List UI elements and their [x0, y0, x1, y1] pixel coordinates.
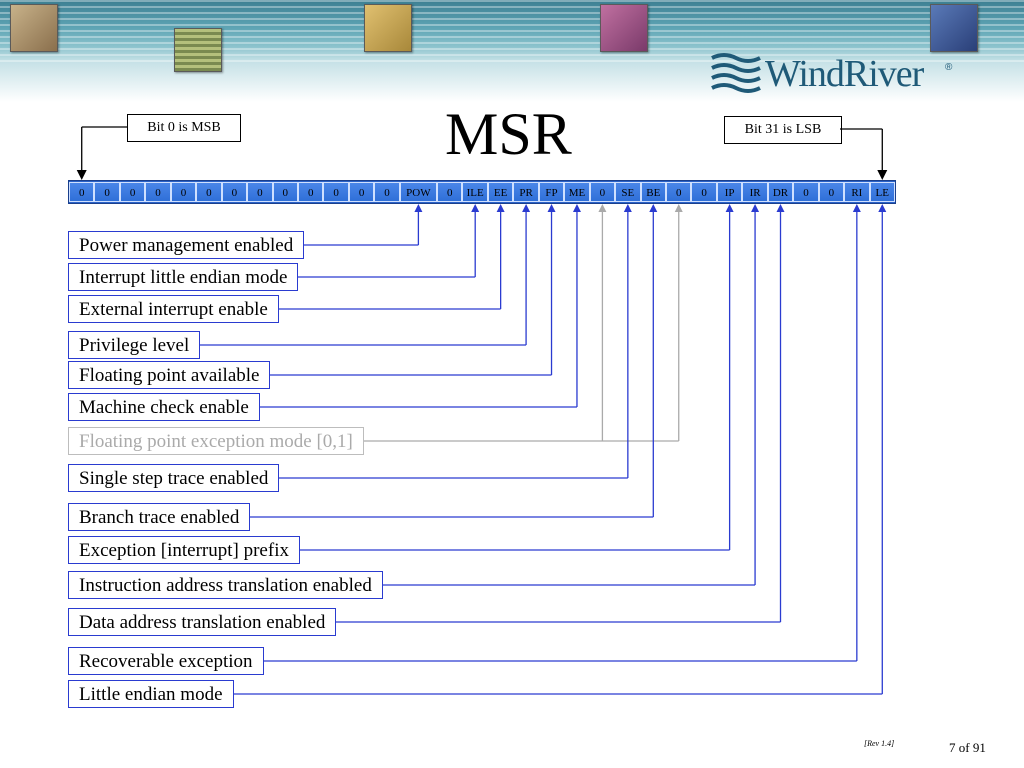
bit-cell-29: 0	[818, 182, 845, 202]
bit-cell-13: POW	[399, 182, 438, 202]
bit-cell-9: 0	[297, 182, 324, 202]
tech-device-photo	[930, 4, 978, 52]
bit-cell-2: 0	[119, 182, 146, 202]
arrow-up-icon	[547, 204, 556, 212]
bit-cell-6: 0	[221, 182, 248, 202]
arrow-up-icon	[572, 204, 581, 212]
bit-cell-1: 0	[94, 182, 120, 202]
registered-mark: ®	[945, 62, 953, 73]
bit-cell-25: IP	[716, 182, 743, 202]
msb-note: Bit 0 is MSB	[127, 114, 241, 142]
arrow-up-icon	[776, 204, 785, 212]
arrow-down-icon	[877, 170, 888, 180]
arrow-up-icon	[623, 204, 632, 212]
bit-cell-11: 0	[348, 182, 375, 202]
bit-cell-16: EE	[487, 182, 514, 202]
space-shuttle-photo	[364, 4, 412, 52]
bit-description-12: Recoverable exception	[68, 647, 264, 675]
header-banner	[0, 0, 1024, 62]
bit-description-1: Interrupt little endian mode	[68, 263, 299, 291]
bit-cell-7: 0	[247, 182, 273, 202]
bit-description-10: Instruction address translation enabled	[68, 571, 383, 599]
bit-cell-8: 0	[272, 182, 298, 202]
bit-cell-17: PR	[513, 182, 539, 202]
bit-description-8: Branch trace enabled	[68, 503, 251, 531]
arrow-up-icon	[471, 204, 480, 212]
brand-name: WindRiver	[765, 53, 924, 95]
revision-label: [Rev 1.4]	[864, 739, 895, 748]
bit-cell-3: 0	[145, 182, 171, 202]
arrow-down-icon	[76, 170, 87, 180]
bit-description-0: Power management enabled	[68, 231, 305, 259]
bit-cell-0: 0	[69, 182, 95, 202]
arrow-up-icon	[598, 204, 607, 212]
bit-description-5: Machine check enable	[68, 393, 260, 421]
bit-cell-5: 0	[196, 182, 222, 202]
bit-description-6: Floating point exception mode [0,1]	[68, 427, 364, 455]
arrow-up-icon	[878, 204, 887, 212]
slide-title: MSR	[445, 101, 572, 167]
bit-cell-27: DR	[767, 182, 794, 202]
bit-description-4: Floating point available	[68, 361, 271, 389]
arrow-up-icon	[751, 204, 760, 212]
bit-description-11: Data address translation enabled	[68, 608, 337, 636]
bit-cell-30: RI	[844, 182, 870, 202]
lsb-note: Bit 31 is LSB	[724, 116, 842, 144]
arrow-up-icon	[852, 204, 861, 212]
arrow-up-icon	[496, 204, 505, 212]
bit-cell-28: 0	[793, 182, 819, 202]
bit-cell-22: BE	[640, 182, 666, 202]
bit-cell-24: 0	[691, 182, 717, 202]
arrow-up-icon	[649, 204, 658, 212]
telephone-photo	[10, 4, 58, 52]
bit-description-3: Privilege level	[68, 331, 201, 359]
bit-description-7: Single step trace enabled	[68, 464, 280, 492]
arrow-up-icon	[414, 204, 423, 212]
bit-cell-14: 0	[437, 182, 463, 202]
bit-description-13: Little endian mode	[68, 680, 234, 708]
page-number: 7 of 91	[949, 740, 986, 755]
bit-description-9: Exception [interrupt] prefix	[68, 536, 300, 564]
bit-cell-31: LE	[869, 182, 895, 202]
arrow-up-icon	[674, 204, 683, 212]
document-pen-photo	[600, 4, 648, 52]
windriver-logo	[710, 50, 960, 102]
windriver-waves-icon	[711, 53, 761, 93]
circuit-board-photo	[174, 28, 222, 72]
bit-cell-15: ILE	[462, 182, 488, 202]
bit-cell-20: 0	[589, 182, 616, 202]
arrow-up-icon	[522, 204, 531, 212]
bit-cell-18: FP	[538, 182, 565, 202]
bit-description-2: External interrupt enable	[68, 295, 279, 323]
bit-cell-4: 0	[170, 182, 197, 202]
bit-cell-23: 0	[666, 182, 692, 202]
bit-cell-10: 0	[323, 182, 349, 202]
bit-cell-12: 0	[374, 182, 400, 202]
bit-cell-26: IR	[742, 182, 768, 202]
arrow-up-icon	[725, 204, 734, 212]
bit-cell-21: SE	[615, 182, 641, 202]
bit-cell-19: ME	[564, 182, 590, 202]
header-banner-fade	[0, 62, 1024, 102]
